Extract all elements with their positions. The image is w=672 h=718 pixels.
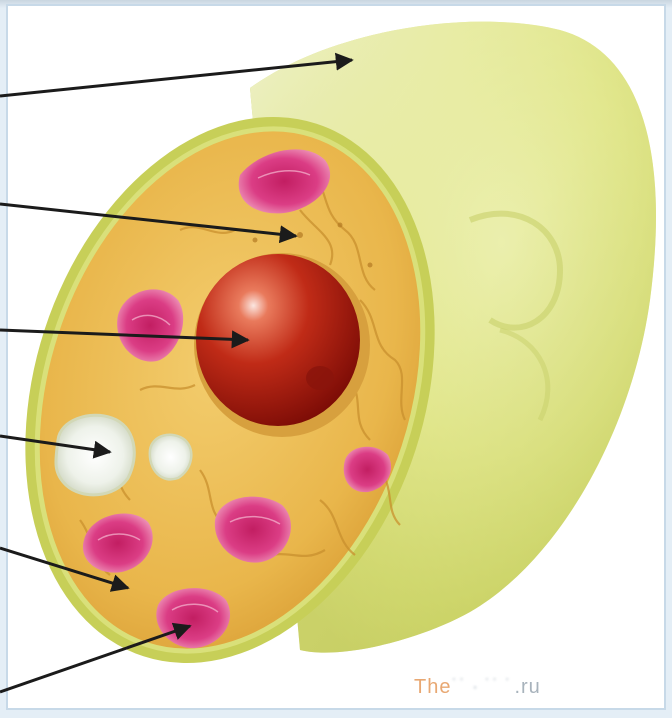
nucleolus: [306, 366, 334, 390]
watermark-obscured: ˙˙ · ˙˙ ˙: [451, 676, 512, 698]
watermark-brand: The: [414, 676, 451, 698]
nucleus: [194, 253, 370, 437]
vacuole: [150, 435, 192, 480]
watermark-suffix: .ru: [514, 676, 540, 698]
vacuole: [56, 415, 134, 495]
watermark: The˙˙ · ˙˙ ˙.ru: [414, 676, 541, 699]
